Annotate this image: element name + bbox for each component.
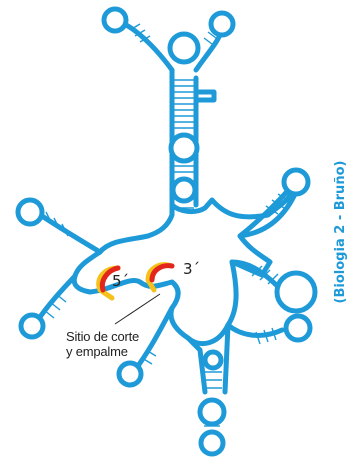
right-middle-hairpin <box>274 270 318 314</box>
bottom-stem-bulge <box>202 349 224 371</box>
left-arm-upper <box>39 213 103 255</box>
bottom-tip-hairpin <box>198 429 226 457</box>
middle-stem-bulge <box>170 176 198 204</box>
right-arm-lower <box>225 322 285 338</box>
upper-stem-bulge <box>168 132 200 164</box>
base-pair-bonds <box>43 23 291 427</box>
hairpin-loops <box>15 6 318 457</box>
left-arm-lower <box>35 273 78 323</box>
side-branch-arm <box>193 89 217 103</box>
top-right-hairpin <box>208 10 236 38</box>
five-prime-label: 5´ <box>112 272 129 290</box>
bottom-left-arm <box>132 305 175 373</box>
three-prime-label: 3´ <box>183 260 200 278</box>
left-upper-hairpin <box>15 197 45 227</box>
top-left-hairpin <box>101 6 129 34</box>
bottom-center-loop <box>197 397 227 427</box>
bottom-stem-right <box>222 322 231 395</box>
top-center-loop <box>167 31 201 65</box>
five-prime-end-red <box>99 265 121 293</box>
right-lower-hairpin <box>283 313 313 343</box>
splice-site-ends <box>96 262 175 301</box>
splice-site-caption-line1: Sitio de corte <box>66 329 139 344</box>
splice-site-caption-line2: y empalme <box>66 344 128 359</box>
bottom-stem-left <box>185 335 208 395</box>
caption-pointer-line <box>114 293 161 325</box>
bottom-left-hairpin <box>116 360 144 388</box>
three-prime-end-red <box>149 263 175 283</box>
left-lower-hairpin <box>18 312 46 340</box>
right-upper-hairpin <box>281 167 311 197</box>
source-credit: (Biologia 2 - Bruño) <box>333 161 348 304</box>
